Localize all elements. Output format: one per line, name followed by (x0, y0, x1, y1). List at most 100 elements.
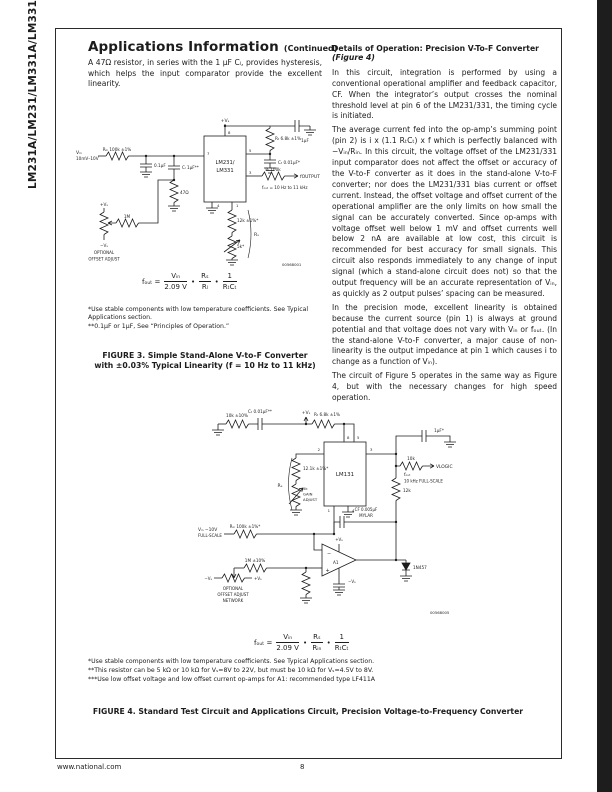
label-ct: Cₜ 0.01µF* (278, 160, 300, 165)
label-foutput: fOUTPUT (300, 174, 320, 180)
ic-label: LM131 (336, 472, 354, 478)
figure3-labels: +Vₛ Rₜ 6.8k ±1% Cₜ 0.01µF* 1µF Vᵢₙ 10mV–… (76, 118, 320, 267)
figure3-wires (98, 120, 316, 266)
label-pot-minus: −Vₛ (204, 576, 212, 581)
figure4-wires (212, 416, 456, 604)
details-heading-figure: (Figure 4) (332, 53, 375, 63)
label-rl: Rₗ 100k (265, 167, 281, 172)
figure4-footnotes: *Use stable components with low temperat… (88, 657, 558, 684)
intro-paragraph: A 47Ω resistor, in series with the 1 µF … (88, 58, 322, 89)
section-heading-continued: (Continued) (283, 44, 338, 53)
label-r-top: 10k ±10% (226, 413, 248, 418)
figure4-footnote-1: *Use stable components with low temperat… (88, 658, 375, 665)
label-vin-line2: FULL-SCALE (198, 533, 222, 538)
label-diode: 1N457 (413, 565, 427, 570)
label-net-line3: NETWORK (223, 598, 244, 603)
label-cin: 0.1µF (154, 163, 166, 168)
label-vin-line1: Vᵢₙ −10V (198, 527, 217, 533)
details-heading: Details of Operation: Precision V-To-F C… (332, 44, 539, 53)
figure3-footnotes: *Use stable components with low temperat… (88, 306, 324, 333)
label-vin-range: 10mV–10V (76, 156, 99, 161)
label-opamp-minus-vs: −Vₛ (348, 579, 356, 584)
pin-1: 1 (236, 203, 239, 208)
figure4-footnote-2: **This resistor can be 5 kΩ or 10 kΩ for… (88, 667, 374, 674)
page-number: 8 (300, 763, 305, 771)
figure4-labels: 10k ±10% Cₜ 0.01µF** +Vₛ Rₜ 6.8k ±1% 1µF… (198, 409, 453, 615)
label-offset-r: 1M ±10% (245, 558, 265, 563)
label-pot-line2: GAIN (303, 492, 313, 497)
label-fout-line2: 10 kHz FULL-SCALE (404, 479, 443, 484)
label-cf-line2: MYLAR (359, 513, 373, 518)
part-number-sidebar: LM231A/LM231/LM331A/LM331 (27, 0, 39, 189)
label-offset-r: 1M (124, 214, 131, 219)
label-rs-fixed: 12k ±1%* (237, 218, 258, 223)
ic-label-line2: LM331 (216, 168, 233, 174)
pin-8: 8 (347, 435, 350, 440)
pin-8: 8 (228, 130, 231, 135)
pin-3: 3 (249, 170, 252, 175)
scan-edge-strip (597, 0, 612, 792)
figure3-caption-line2: with ±0.03% Typical Linearity (f = 10 Hz… (94, 361, 316, 370)
label-net-line2: OFFSET ADJUST (217, 592, 249, 597)
label-rt: Rₜ 6.8k ±1% (275, 136, 301, 141)
details-paragraph-3: In the precision mode, excellent lineari… (332, 302, 557, 367)
label-cl: Cₗ 1µF** (182, 165, 199, 170)
figure4-caption: FIGURE 4. Standard Test Circuit and Appl… (92, 707, 524, 716)
label-offset-line2: OFFSET ADJUST (88, 257, 120, 262)
label-rin: Rᵢₙ 100k ±1% (103, 147, 132, 152)
pin-5: 5 (357, 435, 360, 440)
label-rs-fixed: 12.1k ±1%* (303, 466, 328, 471)
pin-4: 4 (217, 203, 220, 208)
figure3-caption: FIGURE 3. Simple Stand-Alone V-to-F Conv… (80, 351, 330, 371)
label-ct: Cₜ 0.01µF** (248, 409, 272, 414)
label-offset-line1: OPTIONAL (94, 250, 115, 255)
label-cf-line1: CF 0.005µF (355, 507, 378, 512)
label-rs-bracket: Rₛ (254, 232, 259, 238)
figure3-footnote-2: **0.1µF or 1µF, See “Principles of Opera… (88, 323, 230, 331)
pin-5: 5 (249, 148, 252, 153)
label-offset-vs-minus: −Vₛ (100, 243, 108, 248)
label-rt: Rₜ 6.8k ±1% (314, 412, 340, 417)
figure3-junctions (144, 124, 272, 182)
figure3-caption-line1: FIGURE 3. Simple Stand-Alone V-to-F Conv… (102, 351, 308, 360)
label-vs-top: +Vₛ (221, 118, 230, 124)
details-paragraph-2: The average current fed into the op-amp’… (332, 125, 557, 298)
pin-4: 4 (352, 508, 355, 513)
label-amp: A1 (333, 560, 339, 565)
label-r-pullup: 10k (407, 456, 415, 461)
formula-lhs: fₒᵤₜ = (254, 638, 273, 647)
label-r-fb: 12k (403, 488, 411, 493)
label-bypass: 1µF* (434, 428, 444, 433)
label-bypass-cap: 1µF (301, 138, 309, 143)
formula-lhs: fₒᵤₜ = (142, 277, 161, 286)
section-heading-title: Applications Information (88, 39, 279, 55)
label-rs-bracket: Rₛ (278, 483, 283, 489)
figure3-schematic: +Vₛ Rₜ 6.8k ±1% Cₜ 0.01µF* 1µF Vᵢₙ 10mV–… (76, 118, 320, 267)
label-vin: Vᵢₙ (76, 150, 82, 156)
figure4-footnote-3: ***Use low offset voltage and low offset… (88, 676, 376, 683)
label-pot-plus: +Vₛ (254, 576, 262, 581)
label-pot-line3: ADJUST (303, 497, 318, 502)
label-vs-top: +Vₛ (302, 410, 311, 416)
section-heading: Applications Information (Continued) (88, 36, 337, 55)
svg-text:+: + (326, 568, 330, 574)
right-column: Details of Operation: Precision V-To-F C… (332, 44, 557, 407)
footer-url: www.national.com (57, 763, 122, 771)
figure4-schematic: 10k ±10% Cₜ 0.01µF** +Vₛ Rₜ 6.8k ±1% 1µF… (198, 409, 456, 615)
label-rin: Rᵢₙ 100k ±1%* (230, 524, 261, 529)
label-offset-vs-plus: +Vₛ (100, 202, 108, 207)
label-fout-range: fₒᵤₜ = 10 Hz to 11 kHz (262, 185, 308, 190)
figure4-junctions (304, 422, 398, 570)
page-border-frame (55, 28, 562, 759)
label-r47: 47Ω (180, 190, 189, 195)
figure4-code: 00568005 (430, 610, 450, 615)
details-paragraph-1: In this circuit, integration is performe… (332, 67, 557, 121)
label-rs-pot: 5k* (237, 244, 244, 249)
svg-text:−: − (327, 551, 331, 557)
ic-label-line1: LM231/ (215, 160, 234, 166)
label-net-line1: OPTIONAL (223, 586, 244, 591)
label-fout-line1: fₒᵤₜ (404, 472, 411, 478)
